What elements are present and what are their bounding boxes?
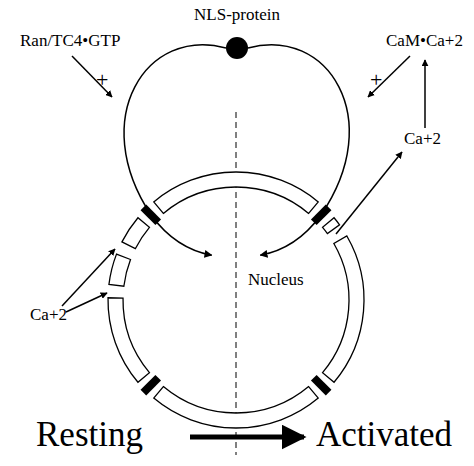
factor-label: Ran/TC4•GTP bbox=[20, 32, 120, 51]
state-label: Resting bbox=[36, 416, 143, 455]
divider-line bbox=[236, 112, 237, 455]
protein-dot: NLS-protein bbox=[226, 37, 248, 59]
nucleus-circle: Nucleus bbox=[108, 172, 364, 428]
membrane-segment bbox=[323, 236, 364, 382]
membrane-segment bbox=[109, 254, 131, 286]
leader-arrow bbox=[62, 249, 115, 306]
nuclear-pore bbox=[141, 375, 162, 396]
node-label: Nucleus bbox=[248, 271, 304, 290]
import-path bbox=[248, 45, 349, 255]
leader-arrow bbox=[424, 60, 426, 128]
nuclear-envelope bbox=[108, 172, 364, 428]
plus-sign: + bbox=[370, 68, 382, 92]
state-label: Activated bbox=[316, 416, 452, 455]
node-label: NLS-protein bbox=[194, 6, 280, 25]
transition-arrow bbox=[190, 435, 304, 440]
nuclear-pore bbox=[141, 205, 162, 226]
leader-arrow bbox=[72, 56, 112, 97]
factor-label: CaM•Ca+2 bbox=[386, 32, 463, 51]
membrane-segment bbox=[154, 172, 319, 213]
membrane-segment bbox=[154, 387, 319, 428]
membrane-segment bbox=[122, 218, 149, 249]
import-path bbox=[124, 45, 226, 255]
nuclear-pore bbox=[311, 375, 332, 396]
membrane-segment bbox=[323, 218, 340, 234]
leader-arrow bbox=[368, 56, 410, 97]
plus-sign: + bbox=[96, 68, 108, 92]
calcium-efflux-arrow bbox=[336, 152, 402, 234]
leader-arrow bbox=[66, 293, 107, 312]
membrane-segment bbox=[108, 298, 149, 383]
ion-label: Ca+2 bbox=[30, 306, 67, 325]
nuclear-pore bbox=[311, 205, 332, 226]
ion-label: Ca+2 bbox=[404, 130, 441, 149]
